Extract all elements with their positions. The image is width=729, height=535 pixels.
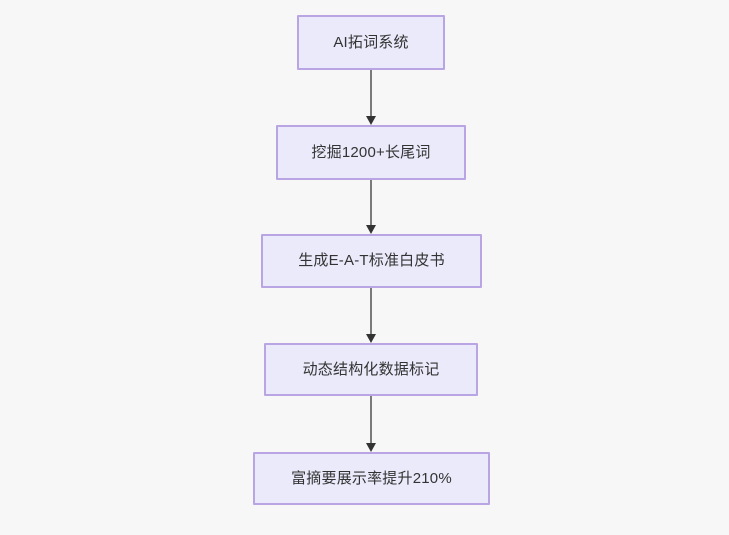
flowchart-node[interactable]: AI拓词系统 xyxy=(297,15,445,70)
node-label: 富摘要展示率提升210% xyxy=(291,469,452,487)
node-label: 动态结构化数据标记 xyxy=(302,360,440,378)
node-label: AI拓词系统 xyxy=(333,33,409,51)
edge-line xyxy=(370,396,372,443)
flowchart-node[interactable]: 富摘要展示率提升210% xyxy=(253,452,490,505)
arrowhead-icon xyxy=(366,116,376,125)
arrowhead-icon xyxy=(366,443,376,452)
edge-line xyxy=(370,180,372,225)
edge-line xyxy=(370,288,372,334)
flowchart-node[interactable]: 动态结构化数据标记 xyxy=(264,343,478,396)
node-label: 挖掘1200+长尾词 xyxy=(311,143,431,161)
arrowhead-icon xyxy=(366,225,376,234)
node-label: 生成E-A-T标准白皮书 xyxy=(298,252,445,269)
flowchart-node[interactable]: 挖掘1200+长尾词 xyxy=(276,125,466,180)
flowchart-node[interactable]: 生成E-A-T标准白皮书 xyxy=(261,234,482,288)
edge-line xyxy=(370,70,372,116)
arrowhead-icon xyxy=(366,334,376,343)
